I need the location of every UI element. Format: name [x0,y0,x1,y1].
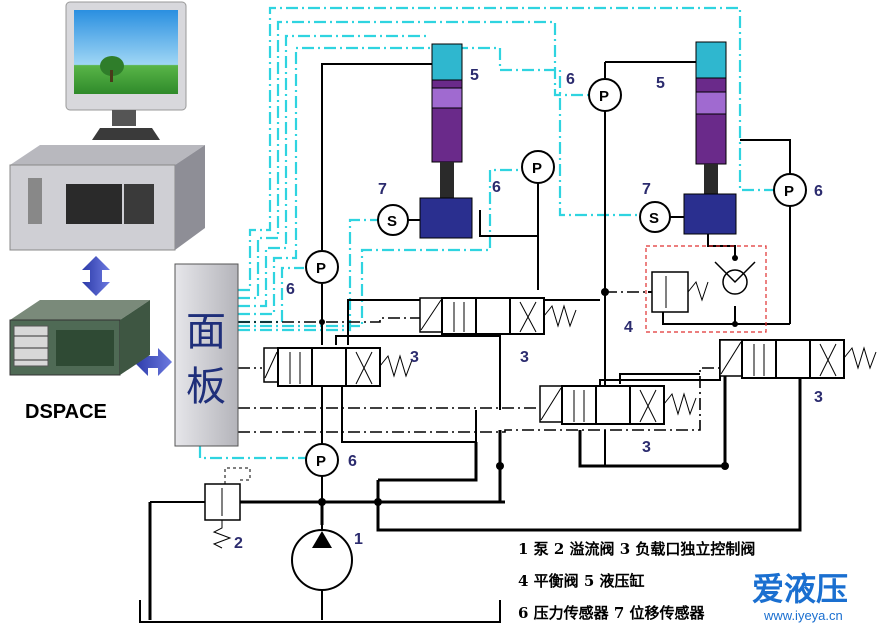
dspace-label: DSPACE [25,401,107,423]
pressure-sensor-4: P 6 [773,173,823,207]
control-valve-4: 3 [719,339,877,406]
svg-text:P: P [784,183,794,200]
svg-text:P: P [599,88,609,105]
pressure-sensor-number-3: 6 [566,71,575,88]
panel-label-line2: 板 [186,364,226,410]
cylinder-number-right: 5 [656,75,665,92]
watermark-brand: 爱液压 [752,570,848,608]
sensor-signal-lines [198,6,775,460]
svg-text:S: S [387,213,397,230]
pump-number: 1 [354,531,363,548]
junction-dots [318,288,729,506]
industrial-pc-image [9,145,205,251]
hydraulic-cylinder-right: 5 [656,41,737,235]
pump: 1 [291,529,363,591]
monitor-image [65,1,187,140]
legend-line-2: 4 平衡阀 5 液压缸 [518,572,645,590]
balance-valve-number: 4 [624,319,633,336]
svg-text:P: P [316,453,326,470]
control-valve-2: 3 [419,297,577,366]
control-panel: 面 板 [174,263,239,447]
pressure-sensor-1: P 6 [286,250,339,298]
valve-number-1: 3 [410,349,419,366]
vertical-link-arrow [82,256,110,296]
pressure-sensor-5: P 6 [305,443,357,477]
svg-text:P: P [316,260,326,277]
hydraulic-cylinder-left: 5 [419,43,479,239]
legend-line-1: 1 泵 2 溢流阀 3 负载口独立控制阀 [518,540,755,558]
dspace-board-image: DSPACE [9,300,150,423]
pressure-sensor-number-1: 6 [286,281,295,298]
watermark-url: www.iyeya.cn [763,608,843,623]
control-signal-lines [238,291,730,433]
legend-line-3: 6 压力传感器 7 位移传感器 [518,604,706,622]
relief-valve: 2 [204,467,251,552]
cylinder-number-left: 5 [470,67,479,84]
displacement-sensor-number-right: 7 [642,181,651,198]
balance-valve: 4 [624,245,767,336]
valve-number-4: 3 [814,389,823,406]
legend: 1 泵 2 溢流阀 3 负载口独立控制阀 4 平衡阀 5 液压缸 6 压力传感器… [518,540,755,622]
relief-valve-number: 2 [234,535,243,552]
pressure-sensor-number-2: 6 [492,179,501,196]
pressure-sensor-2: P 6 [492,150,555,196]
control-valve-3: 3 [539,385,697,456]
valve-number-2: 3 [520,349,529,366]
displacement-sensor-right: S 7 [639,181,684,233]
hydraulic-lines [139,61,802,623]
panel-label-line1: 面 [186,309,226,355]
svg-text:S: S [649,210,659,227]
pressure-sensor-3: P 6 [566,71,622,112]
displacement-sensor-number-left: 7 [378,181,387,198]
svg-text:P: P [532,160,542,177]
pressure-sensor-number-5: 6 [348,453,357,470]
valve-number-3: 3 [642,439,651,456]
pressure-sensor-number-4: 6 [814,183,823,200]
displacement-sensor-left: S 7 [377,181,420,236]
control-valve-1: 3 [263,347,419,387]
watermark: 爱液压 www.iyeya.cn [752,570,848,623]
